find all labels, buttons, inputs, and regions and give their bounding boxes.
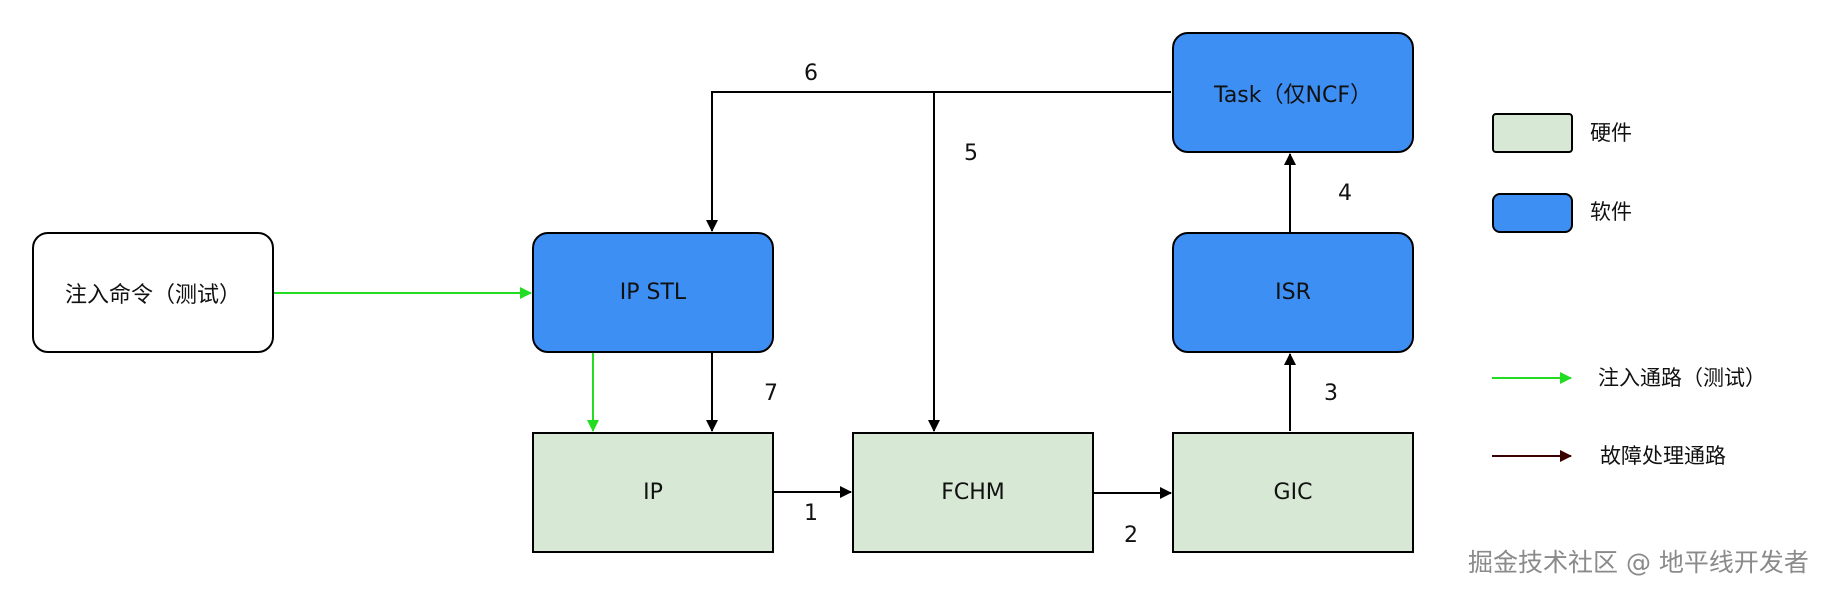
node-task-label: Task（仅NCF） — [1214, 82, 1372, 108]
edge-label-7: 7 — [764, 381, 778, 406]
legend-software-swatch — [1492, 193, 1573, 233]
legend-inject-path-label: 注入通路（测试） — [1598, 366, 1766, 390]
node-ip: IP — [532, 432, 774, 553]
edge-label-3: 3 — [1324, 381, 1338, 406]
node-isr: ISR — [1172, 232, 1414, 353]
edge-label-1: 1 — [804, 501, 818, 526]
node-ip-label: IP — [643, 480, 663, 505]
node-task: Task（仅NCF） — [1172, 32, 1414, 153]
edge-label-2: 2 — [1124, 523, 1138, 548]
node-ip-stl-label: IP STL — [619, 280, 687, 305]
node-isr-label: ISR — [1275, 280, 1311, 305]
legend-hardware-swatch — [1492, 113, 1573, 153]
legend-fault-path-label: 故障处理通路 — [1600, 444, 1726, 468]
node-ip-stl: IP STL — [532, 232, 774, 353]
edge-label-4: 4 — [1338, 181, 1352, 206]
legend-hardware-label: 硬件 — [1590, 121, 1632, 145]
edge-label-5: 5 — [964, 141, 978, 166]
node-fchm-label: FCHM — [941, 480, 1005, 505]
node-fchm: FCHM — [852, 432, 1094, 553]
edge-6 — [706, 91, 1171, 232]
node-inject-command: 注入命令（测试） — [32, 232, 274, 353]
edge-label-6: 6 — [804, 61, 818, 86]
node-gic-label: GIC — [1273, 480, 1313, 505]
node-inject-command-label: 注入命令（测试） — [64, 282, 241, 308]
legend-software-label: 软件 — [1590, 200, 1632, 224]
node-gic: GIC — [1172, 432, 1414, 553]
watermark: 掘金技术社区 @ 地平线开发者 — [1468, 548, 1809, 577]
